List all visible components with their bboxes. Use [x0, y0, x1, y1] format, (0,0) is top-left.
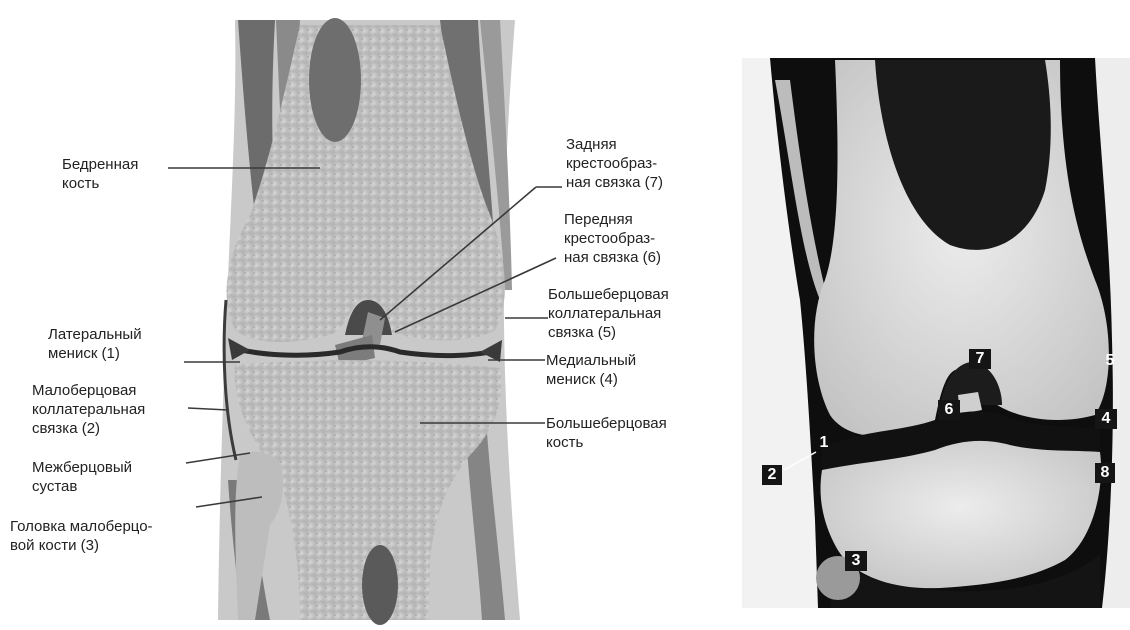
label-fibular-collateral-ligament: Малоберцовая коллатеральная связка (2) [32, 381, 145, 438]
mri-marker-6: 6 [938, 400, 960, 420]
label-anterior-cruciate-ligament: Передняя крестообраз- ная связка (6) [564, 210, 661, 267]
leader-lcl [188, 408, 228, 410]
mri-marker-3: 3 [845, 551, 867, 571]
label-fibula-head: Головка малоберцо- вой кости (3) [10, 517, 153, 555]
mri-marker-1: 1 [815, 433, 833, 453]
label-lateral-meniscus: Латеральный мениск (1) [48, 325, 142, 363]
label-femur: Бедренная кость [62, 155, 138, 193]
mri-marker-5: 5 [1101, 351, 1119, 371]
anatomical-section-panel [168, 18, 562, 625]
mri-marker-4: 4 [1095, 409, 1117, 429]
label-tibia: Большеберцовая кость [546, 414, 667, 452]
mri-marker-2: 2 [762, 465, 782, 485]
femur-marrow-cavity [309, 18, 361, 142]
mri-panel [742, 58, 1130, 608]
label-posterior-cruciate-ligament: Задняя крестообраз- ная связка (7) [566, 135, 663, 192]
label-tibial-collateral-ligament: Большеберцовая коллатеральная связка (5) [548, 285, 669, 342]
tibia-marrow-cavity [362, 545, 398, 625]
label-tibiofibular-joint: Межберцовый сустав [32, 458, 132, 496]
label-medial-meniscus: Медиальный мениск (4) [546, 351, 636, 389]
mri-marker-8: 8 [1095, 463, 1115, 483]
mri-marker-7: 7 [969, 349, 991, 369]
